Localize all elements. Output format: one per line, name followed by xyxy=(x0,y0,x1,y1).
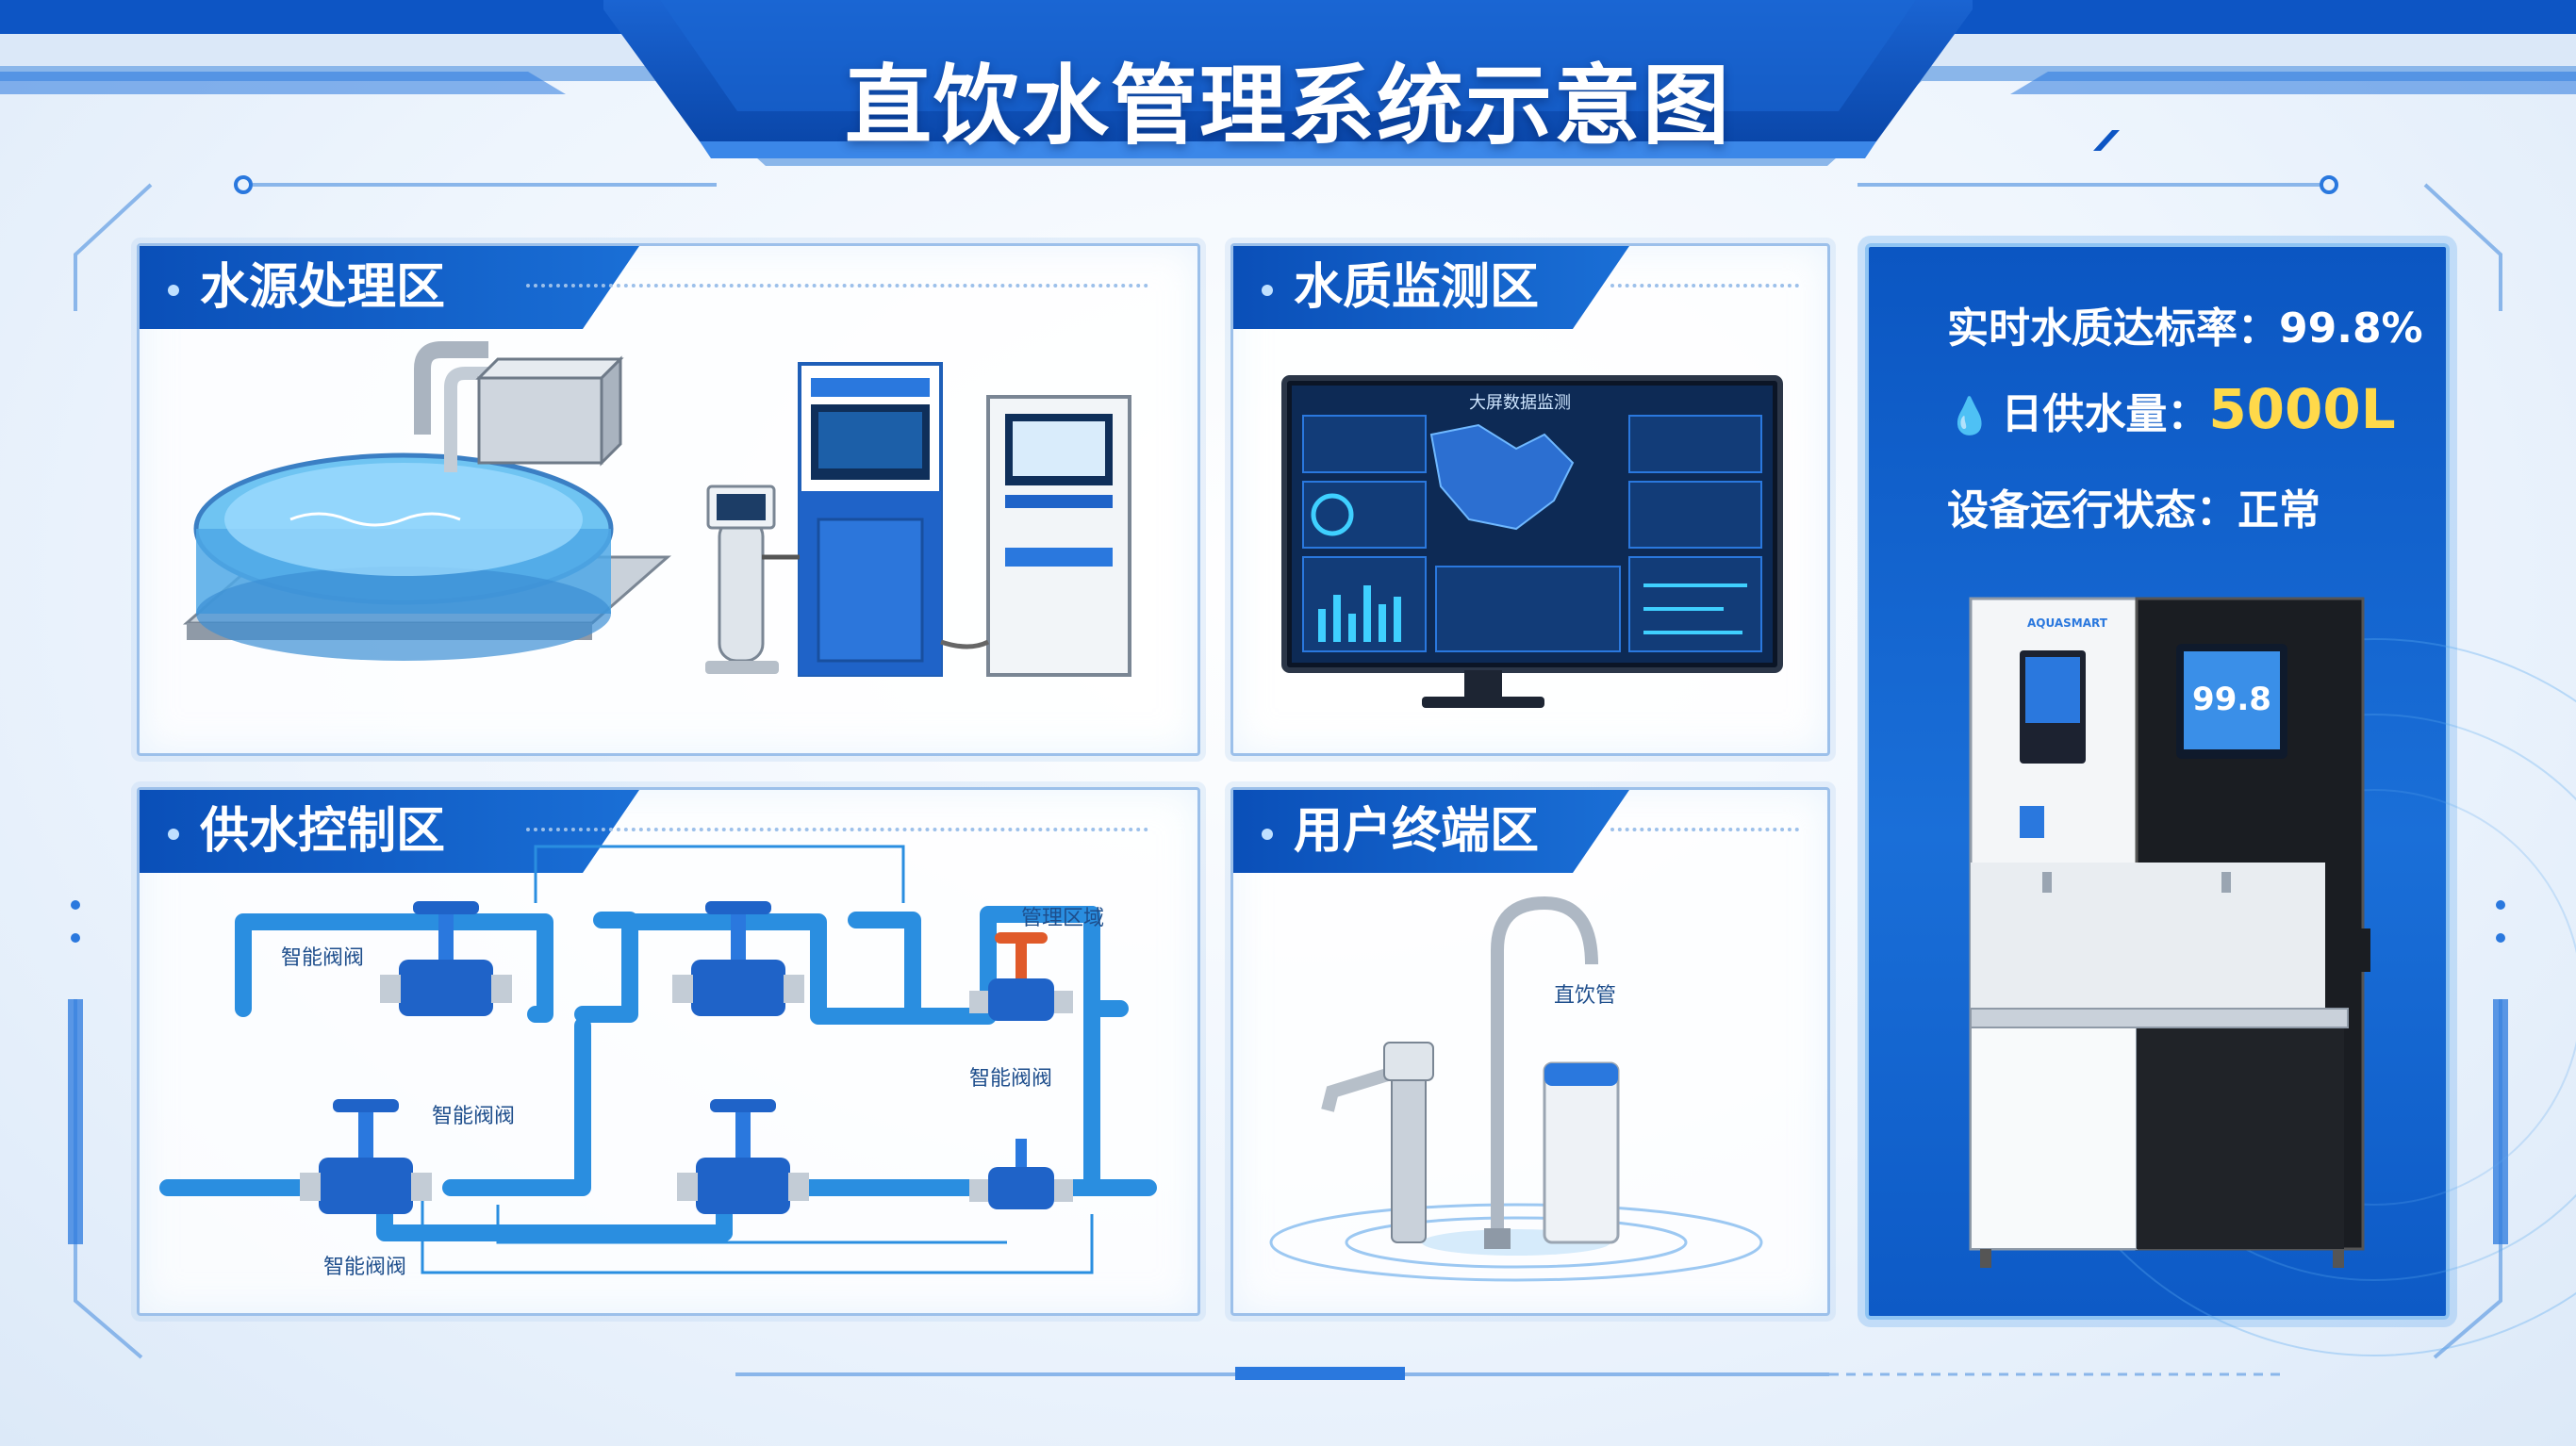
valve-label: 智能阀阀 xyxy=(969,1067,1053,1091)
panel-title: 水质监测区 xyxy=(1233,246,1629,329)
panel-title: 用户终端区 xyxy=(1233,790,1629,873)
tap-label: 直饮管 xyxy=(1554,984,1617,1008)
stat-device: 设备运行状态：正常 xyxy=(1947,476,2320,536)
stat-quality-value: 99.8% xyxy=(2279,304,2423,353)
dispenser-display: 99.8 xyxy=(2192,681,2271,718)
stat-device-value: 正常 xyxy=(2237,486,2320,534)
stat-quality-label: 实时水质达标率： xyxy=(1947,304,2279,353)
area-label: 管理区域 xyxy=(1021,907,1105,930)
valve-label: 智能阀阀 xyxy=(323,1256,407,1279)
panel-title: 供水控制区 xyxy=(140,790,639,873)
top-banner xyxy=(0,0,2576,194)
valve-label: 智能阀阀 xyxy=(432,1105,516,1128)
panel-title-text: 供水控制区 xyxy=(200,803,446,860)
water-treatment-illustration xyxy=(183,341,1131,677)
drop-icon: 💧 xyxy=(1947,395,1992,436)
page-title: 直饮水管理系统示意图 xyxy=(844,56,1731,156)
stat-device-label: 设备运行状态： xyxy=(1947,486,2237,534)
panel-title: 水源处理区 xyxy=(140,246,639,329)
panel-title-text: 水源处理区 xyxy=(200,259,446,316)
panel-water-monitoring: 水质监测区 大屏数据监测 xyxy=(1230,243,1830,756)
pipeline-illustration xyxy=(159,845,1157,1274)
stat-supply-value: 5000L xyxy=(2208,377,2396,441)
panel-title-text: 水质监测区 xyxy=(1294,259,1540,316)
stat-supply-label: 日供水量： xyxy=(2001,390,2209,438)
faucet-illustration xyxy=(1269,896,1763,1282)
valve-label: 智能阀阀 xyxy=(281,946,365,970)
panel-title-text: 用户终端区 xyxy=(1294,803,1540,860)
dispenser-brand: AQUASMART xyxy=(2027,616,2108,630)
monitor-screen-illustration xyxy=(1281,375,1783,708)
panel-user-terminal: 用户终端区 直饮管 xyxy=(1230,787,1830,1316)
valve-group xyxy=(300,901,1073,1214)
water-dispenser-illustration: 99.8 AQUASMART xyxy=(1969,597,2370,1268)
panel-water-source: 水源处理区 xyxy=(137,243,1200,756)
stat-supply: 💧日供水量：5000L xyxy=(1947,377,2396,441)
stat-quality: 实时水质达标率：99.8% xyxy=(1947,294,2423,354)
screen-title: 大屏数据监测 xyxy=(1469,393,1571,413)
panel-supply-control: 供水控制区 智能阀阀 智能阀阀 智 xyxy=(137,787,1200,1316)
